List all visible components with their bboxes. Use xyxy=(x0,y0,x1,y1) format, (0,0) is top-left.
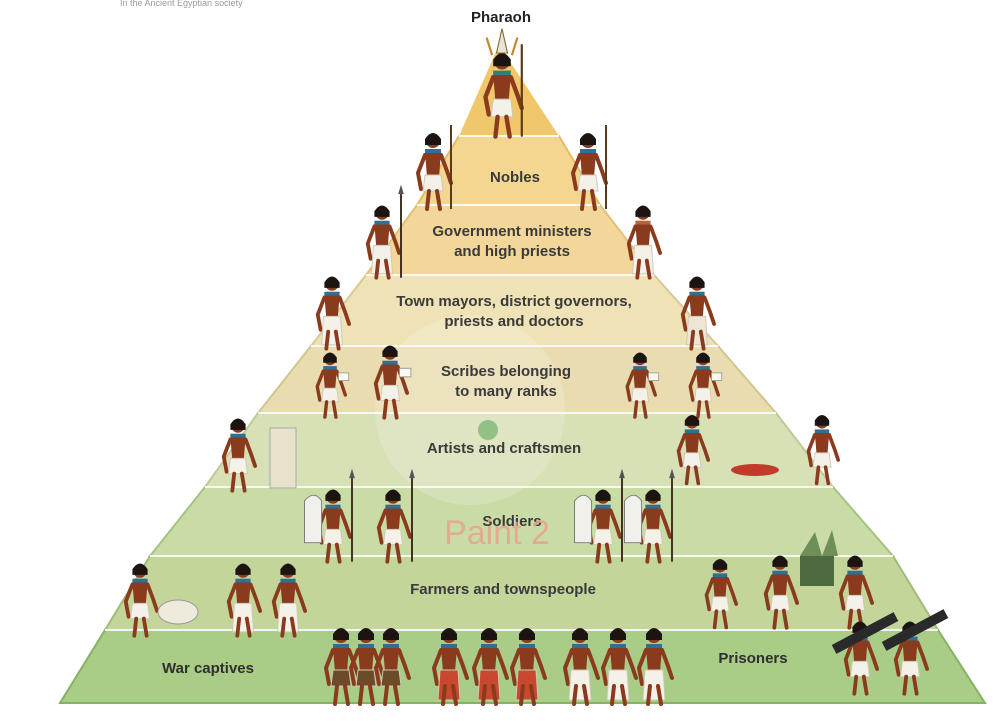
farmer-figure xyxy=(838,555,875,630)
plant-basket xyxy=(800,530,838,556)
prisoners-label: Prisoners xyxy=(718,650,787,667)
scribe-figure xyxy=(373,345,412,420)
prisoner-log xyxy=(881,609,949,651)
scribe-figure xyxy=(625,352,660,419)
prisoner-log xyxy=(831,612,899,654)
tier-label-scribes: to many ranks xyxy=(455,383,557,400)
figures-layer xyxy=(123,28,949,706)
war-captive-figure xyxy=(373,628,411,706)
tier-label-mayors: Town mayors, district governors, xyxy=(396,293,632,310)
prisoner-figure xyxy=(893,621,930,696)
soldier-figure xyxy=(624,468,675,564)
tier-band-ministers xyxy=(364,204,657,276)
soldier-figure xyxy=(304,468,355,564)
tier-label-farmers: Farmers and townspeople xyxy=(410,581,596,598)
pharaoh-label: Pharaoh xyxy=(471,9,531,26)
soldier-figure xyxy=(376,468,415,564)
war-captive-figure xyxy=(636,628,674,706)
tier-label-nobles: Nobles xyxy=(490,169,540,186)
townswoman-figure xyxy=(226,563,263,638)
noble-figure xyxy=(415,125,453,211)
farmer-figure xyxy=(763,555,800,630)
center-dot xyxy=(478,420,498,440)
grain-basket xyxy=(157,599,199,625)
tier-label-mayors: priests and doctors xyxy=(444,313,583,330)
sculpture-plinth xyxy=(269,427,297,489)
farmer-figure xyxy=(123,563,160,638)
watermark-text: Paint 2 xyxy=(444,514,550,552)
noble-figure xyxy=(570,125,608,211)
scan-header-text: In the Ancient Egyptian society xyxy=(120,0,243,8)
war-captive-figure xyxy=(471,628,509,706)
high-priest-figure xyxy=(626,205,663,280)
tier-label-soldiers: Soldiers xyxy=(482,513,541,530)
war-captive-figure xyxy=(348,628,386,706)
soldier-figure xyxy=(574,468,625,564)
war-captive-figure xyxy=(431,628,469,706)
pharaoh-figure xyxy=(483,28,525,139)
scribe-figure xyxy=(688,352,723,419)
scribe-figure xyxy=(315,352,350,419)
tier-label-ministers: and high priests xyxy=(454,243,570,260)
craftsman-figure xyxy=(676,415,711,486)
minister-figure xyxy=(365,184,404,280)
tier-label-artists: Artists and craftsmen xyxy=(427,440,581,457)
war-captives-label: War captives xyxy=(162,660,254,677)
mayor-figure xyxy=(315,276,352,351)
plant-basket-pot xyxy=(800,556,834,586)
farmer-figure xyxy=(704,559,739,630)
war-captive-figure xyxy=(509,628,547,706)
townswoman-figure xyxy=(271,563,308,638)
tier-label-ministers: Government ministers xyxy=(432,223,591,240)
war-captive-figure xyxy=(562,628,600,706)
center-glow xyxy=(375,315,565,505)
tier-label-scribes: Scribes belonging xyxy=(441,363,571,380)
war-captive-figure xyxy=(600,628,638,706)
craftsman-figure xyxy=(221,418,258,493)
governor-figure xyxy=(680,276,717,351)
forge-fire xyxy=(731,464,779,476)
craftsman-figure xyxy=(806,415,841,486)
